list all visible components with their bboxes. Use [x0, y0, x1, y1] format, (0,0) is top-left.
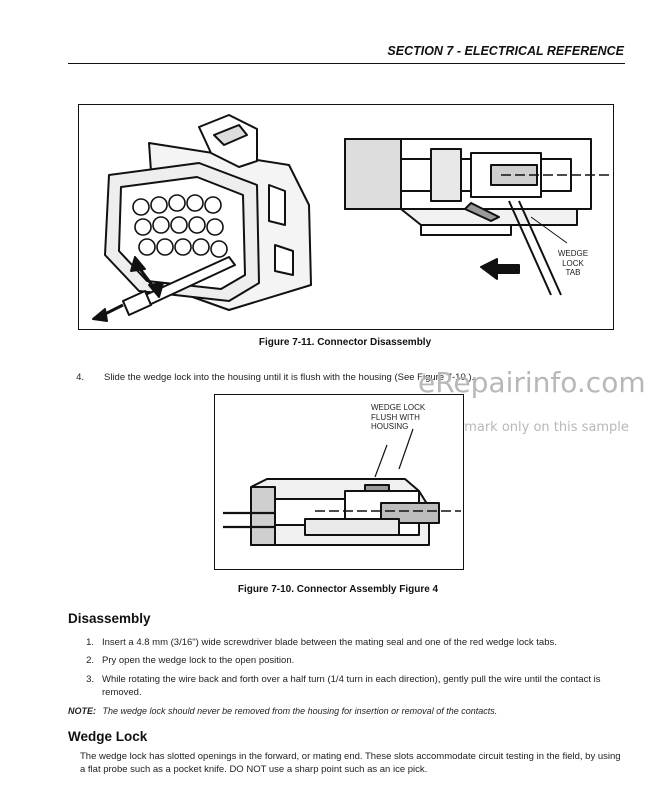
connector-assembly-illustration — [223, 428, 461, 546]
disassembly-heading: Disassembly — [68, 611, 151, 626]
connector-isometric-illustration — [92, 114, 312, 322]
callout-wedge-lock-flush: WEDGE LOCK FLUSH WITH HOUSING — [371, 403, 426, 431]
step-number: 3. — [86, 674, 94, 685]
step-4-number: 4. — [76, 372, 84, 383]
figure-caption-top: Figure 7-11. Connector Disassembly — [258, 337, 432, 348]
note-label: NOTE: — [68, 706, 96, 716]
connector-section-illustration — [344, 138, 609, 296]
watermark-site: eRepairinfo.com — [418, 366, 646, 399]
note: NOTE: The wedge lock should never be rem… — [68, 706, 628, 716]
wedge-lock-heading: Wedge Lock — [68, 729, 148, 744]
step-4-text: Slide the wedge lock into the housing un… — [104, 372, 475, 383]
callout-wedge-lock-tab: WEDGE LOCK TAB — [557, 249, 589, 277]
step-text: Pry open the wedge lock to the open posi… — [102, 655, 295, 666]
figure-connector-disassembly: WEDGE LOCK TAB — [78, 104, 614, 330]
figure-caption-mid: Figure 7-10. Connector Assembly Figure 4 — [237, 584, 439, 595]
note-text: The wedge lock should never be removed f… — [102, 706, 498, 716]
step-number: 1. — [86, 637, 94, 648]
figure-connector-assembly: WEDGE LOCK FLUSH WITH HOUSING — [214, 394, 464, 570]
step-4: 4. Slide the wedge lock into the housing… — [70, 372, 610, 386]
disassembly-step-1: 1. Insert a 4.8 mm (3/16") wide screwdri… — [80, 637, 624, 651]
section-header: SECTION 7 - ELECTRICAL REFERENCE — [387, 44, 624, 58]
disassembly-step-2: 2. Pry open the wedge lock to the open p… — [80, 655, 624, 669]
wedge-lock-paragraph: The wedge lock has slotted openings in t… — [80, 751, 621, 775]
disassembly-step-3: 3. While rotating the wire back and fort… — [80, 674, 624, 702]
watermark-notice: Watermark only on this sample — [426, 420, 629, 435]
step-number: 2. — [86, 655, 94, 666]
header-rule — [68, 63, 625, 64]
step-text: While rotating the wire back and forth o… — [102, 674, 601, 698]
step-text: Insert a 4.8 mm (3/16") wide screwdriver… — [102, 637, 557, 648]
